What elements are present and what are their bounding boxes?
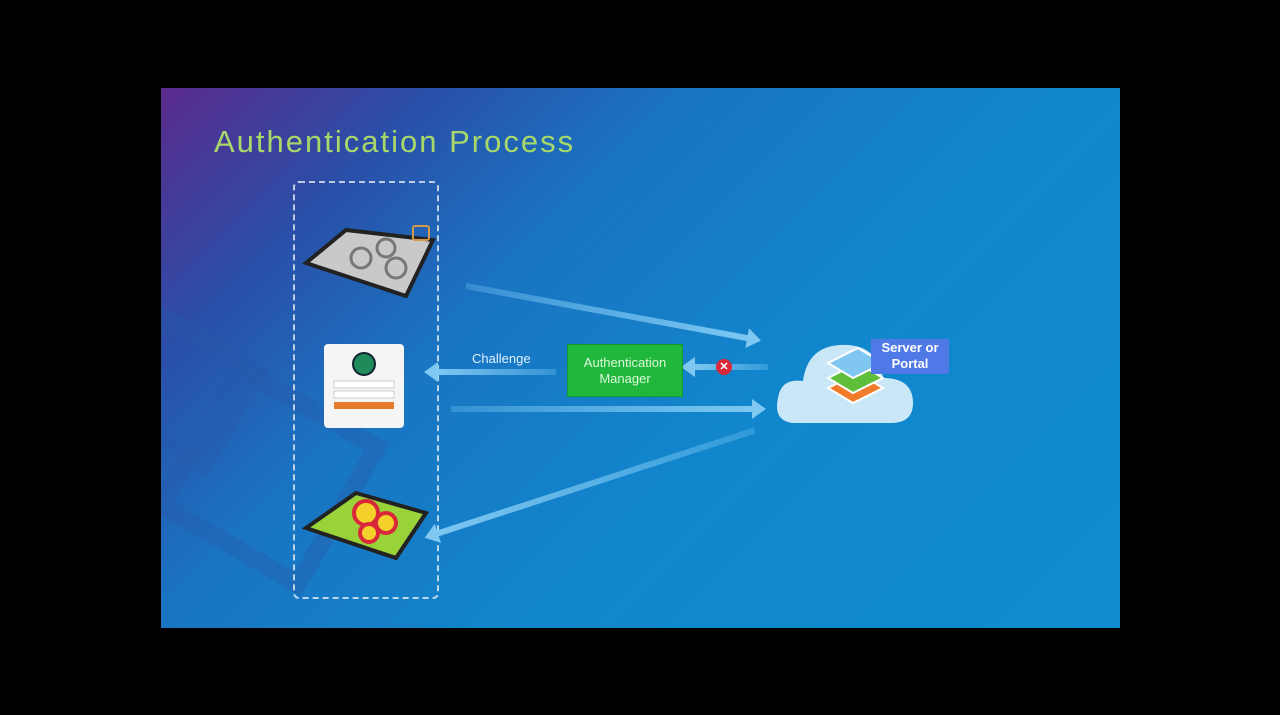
response-arrow [435, 427, 756, 537]
request-arrow [465, 283, 752, 342]
server-or-portal-label: Server or Portal [871, 339, 949, 374]
secured-map-icon [301, 225, 437, 298]
slide-title: Authentication Process [214, 124, 576, 159]
cloud-server-icon [777, 344, 913, 423]
error-x-icon: ✕ [716, 359, 732, 375]
challenge-label: Challenge [472, 351, 531, 366]
client-app-group [293, 181, 439, 599]
login-dialog [324, 344, 404, 428]
authentication-manager-box: Authentication Manager [567, 344, 683, 397]
challenge-arrow [424, 362, 556, 382]
credentials-arrow [451, 399, 766, 419]
heat-map-icon [301, 490, 430, 561]
slide: Authentication Process Challenge Authent… [161, 88, 1120, 628]
